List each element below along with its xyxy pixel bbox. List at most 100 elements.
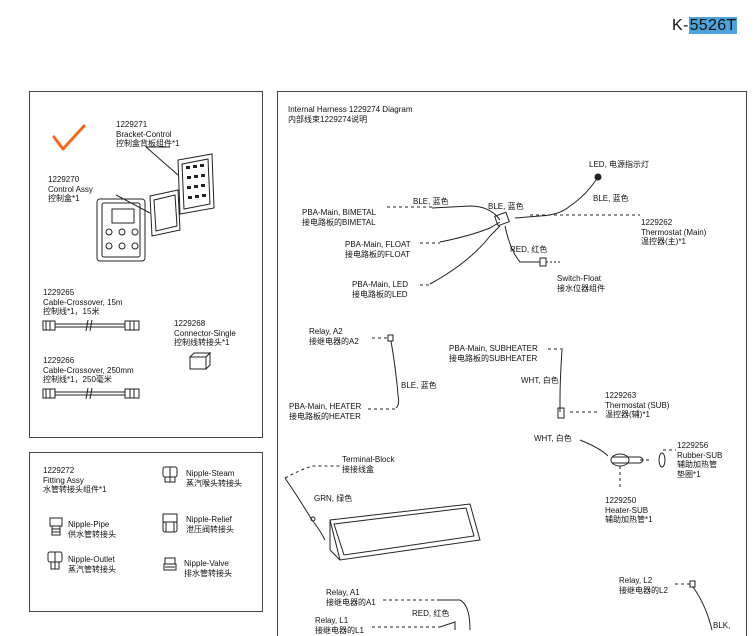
relay-l1-label: Relay, L1 接继电器的L1 [315, 616, 364, 635]
relay-a1-cn: 接继电器的A1 [326, 597, 376, 607]
model-prefix: K- [672, 17, 689, 34]
diagram-title-cn: 内部线束1229274说明 [288, 114, 368, 124]
fitting-cn: 水管转接头组件*1 [43, 485, 107, 494]
fittings-panel [29, 452, 263, 612]
relay-l2-cn: 接继电器的L2 [619, 585, 668, 595]
float-label: PBA-Main, FLOAT 接电路板的FLOAT [345, 240, 411, 259]
thermostat-sub-label: 1229263 Thermostat (SUB) 温控器(辅)*1 [605, 391, 669, 420]
diagram-title-en: Internal Harness 1229274 Diagram [288, 105, 413, 114]
cable-15m-label: 1229265 Cable-Crossover, 15m 控制线*1，15米 [43, 288, 123, 317]
red-label-2: RED, 红色 [412, 609, 450, 618]
bimetal-cn: 接电路板的BIMETAL [302, 217, 376, 227]
ledmain-cn: 接电路板的LED [352, 289, 408, 299]
led-label: LED, 电源指示灯 [589, 160, 650, 169]
connector-name: Connector-Single [174, 328, 236, 338]
bimetal-en: PBA-Main, BIMETAL [302, 208, 377, 217]
connector-label: 1229268 Connector-Single 控制线转接头*1 [174, 319, 236, 348]
bracket-label: 1229271 Bracket-Control 控制盒背板组件*1 [116, 120, 180, 149]
thermo-sub-id: 1229263 [605, 391, 637, 400]
cable-250mm-drawing [42, 387, 140, 400]
outlet-cn: 蒸汽管转接头 [68, 564, 116, 574]
bracket-control-drawing [115, 146, 215, 237]
control-assy-label: 1229270 Control Assy 控制盒*1 [48, 175, 93, 204]
relay-l1-cn: 接继电器的L1 [315, 625, 364, 635]
nipple-steam-icon [162, 466, 178, 483]
diagram-title: Internal Harness 1229274 Diagram 内部线束122… [288, 105, 413, 124]
bracket-id: 1229271 [116, 120, 148, 129]
heater-sub-id: 1229250 [605, 496, 637, 505]
ledmain-en: PBA-Main, LED [352, 280, 409, 289]
heater-sub-en: Heater-SUB [605, 505, 649, 515]
relay-a1-en: Relay, A1 [326, 588, 360, 597]
subheater-label: PBA-Main, SUBHEATER 接电路板的SUBHEATER [449, 344, 538, 363]
control-cn: 控制盒*1 [48, 194, 80, 203]
rubber-sub-label: 1229256 Rubber-SUB 辅助加热管 垫圈*1 [677, 441, 722, 479]
harness-diagram-panel [277, 91, 747, 636]
ble-label-1: BLE, 蓝色 [413, 197, 449, 206]
switch-en: Switch-Float [557, 274, 602, 283]
cable-15m-drawing [42, 319, 140, 332]
fitting-id: 1229272 [43, 466, 75, 475]
float-cn: 接电路板的FLOAT [345, 249, 411, 259]
rubber-id: 1229256 [677, 441, 709, 450]
harness-wiring [284, 173, 713, 630]
connector-single-drawing [188, 351, 212, 371]
relay-a1-label: Relay, A1 接继电器的A1 [326, 588, 376, 607]
cable250-name: Cable-Crossover, 250mm [43, 365, 134, 375]
switch-float-label: Switch-Float 接水位器组件 [557, 274, 605, 293]
parts-panel [29, 91, 263, 438]
pipe-cn: 供水管转接头 [68, 529, 116, 539]
nipple-pipe-label: Nipple-Pipe 供水管转接头 [68, 520, 116, 539]
bracket-cn: 控制盒背板组件*1 [116, 139, 180, 148]
control-name: Control Assy [48, 184, 93, 194]
terminal-block-label: Terminal-Block 接接线盒 [342, 455, 394, 474]
valve-cn: 排水管转接头 [184, 568, 232, 578]
heater-cn: 接电路板的HEATER [289, 411, 361, 421]
subheater-en: PBA-Main, SUBHEATER [449, 344, 538, 353]
thermo-sub-en: Thermostat (SUB) [605, 400, 670, 410]
relay-a2-en: Relay, A2 [309, 327, 343, 336]
nipple-steam-label: Nipple-Steam 蒸汽喉头转接头 [186, 469, 242, 488]
nipple-valve-icon [163, 557, 177, 571]
nipple-relief-icon [162, 513, 178, 533]
bimetal-label: PBA-Main, BIMETAL 接电路板的BIMETAL [302, 208, 376, 227]
outlet-name: Nipple-Outlet [68, 555, 115, 564]
grn-label: GRN, 绿色 [314, 494, 353, 503]
thermo-main-cn: 温控器(主)*1 [641, 237, 686, 246]
nipple-outlet-label: Nipple-Outlet 蒸汽管转接头 [68, 555, 116, 574]
thermo-main-id: 1229262 [641, 218, 673, 227]
steam-name: Nipple-Steam [186, 469, 235, 478]
fitting-assy-label: 1229272 Fitting Assy 水管转接头组件*1 [43, 466, 107, 495]
red-label-1: RED, 红色 [510, 245, 548, 254]
ble-label-3: BLE, 蓝色 [593, 194, 629, 203]
relief-name: Nipple-Relief [186, 515, 232, 524]
nipple-valve-label: Nipple-Valve 排水管转接头 [184, 559, 232, 578]
ble-label-2: BLE, 蓝色 [488, 202, 524, 211]
cable15-name: Cable-Crossover, 15m [43, 297, 123, 307]
heater-sub-cn: 辅助加热管*1 [605, 515, 653, 524]
cable250-cn: 控制线*1，250毫米 [43, 375, 112, 384]
heater-label: PBA-Main, HEATER 接电路板的HEATER [289, 402, 361, 421]
subheater-cn: 接电路板的SUBHEATER [449, 353, 538, 363]
switch-cn: 接水位器组件 [557, 283, 605, 293]
fitting-name: Fitting Assy [43, 475, 84, 485]
relay-a2-label: Relay, A2 接继电器的A2 [309, 327, 359, 346]
rubber-cn1: 辅助加热管 [677, 460, 717, 469]
wht-label-2: WHT, 白色 [534, 434, 572, 443]
relay-l2-en: Relay, L2 [619, 576, 653, 585]
rubber-en: Rubber-SUB [677, 450, 723, 460]
relief-cn: 泄压阀转接头 [186, 524, 234, 534]
blk-label: BLK, [713, 621, 731, 630]
pipe-name: Nipple-Pipe [68, 520, 110, 529]
nipple-outlet-icon [47, 551, 63, 570]
rubber-cn2: 垫圈*1 [677, 469, 701, 479]
heater-sub-label: 1229250 Heater-SUB 辅助加热管*1 [605, 496, 653, 525]
relay-a2-cn: 接继电器的A2 [309, 336, 359, 346]
control-assy-drawing [96, 198, 146, 262]
nipple-pipe-icon [49, 517, 63, 536]
thermo-sub-cn: 温控器(辅)*1 [605, 410, 650, 419]
cable15-cn: 控制线*1，15米 [43, 307, 100, 316]
ble-label-4: BLE, 蓝色 [401, 381, 437, 390]
connector-cn: 控制线转接头*1 [174, 338, 230, 347]
